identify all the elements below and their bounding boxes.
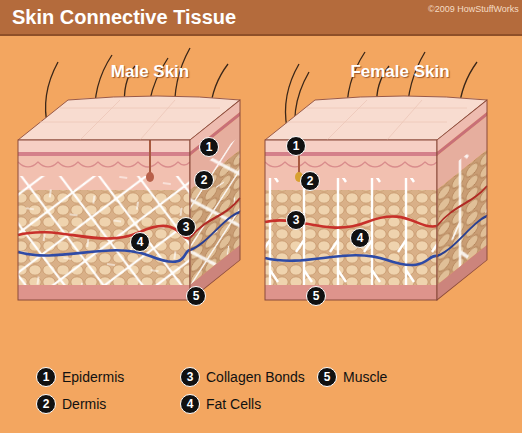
callout-number: 1 — [199, 137, 219, 157]
callout-number: 4 — [350, 228, 370, 248]
title-rule — [0, 34, 522, 36]
legend-text: Epidermis — [62, 369, 124, 385]
callout-number: 1 — [286, 136, 306, 156]
title: Skin Connective Tissue — [12, 6, 236, 29]
callout-number: 5 — [306, 286, 326, 306]
legend-number: 2 — [36, 394, 56, 414]
block-heading: Female Skin — [350, 62, 449, 82]
callout-number: 3 — [286, 210, 306, 230]
callout-number: 2 — [300, 171, 320, 191]
legend-text: Muscle — [343, 369, 387, 385]
legend-number: 3 — [180, 367, 200, 387]
callout-number: 3 — [176, 217, 196, 237]
callout-number: 4 — [130, 232, 150, 252]
legend-text: Dermis — [62, 396, 106, 412]
title-bar — [0, 0, 522, 34]
legend-number: 1 — [36, 367, 56, 387]
legend-text: Fat Cells — [206, 396, 261, 412]
legend-number: 4 — [180, 394, 200, 414]
male-skin-block — [18, 48, 240, 300]
female-skin-block — [265, 52, 487, 300]
legend-number: 5 — [317, 367, 337, 387]
copyright-note: ©2009 HowStuffWorks — [428, 4, 519, 14]
callout-number: 5 — [186, 286, 206, 306]
block-heading: Male Skin — [111, 62, 189, 82]
legend-text: Collagen Bonds — [206, 369, 305, 385]
callout-number: 2 — [194, 170, 214, 190]
